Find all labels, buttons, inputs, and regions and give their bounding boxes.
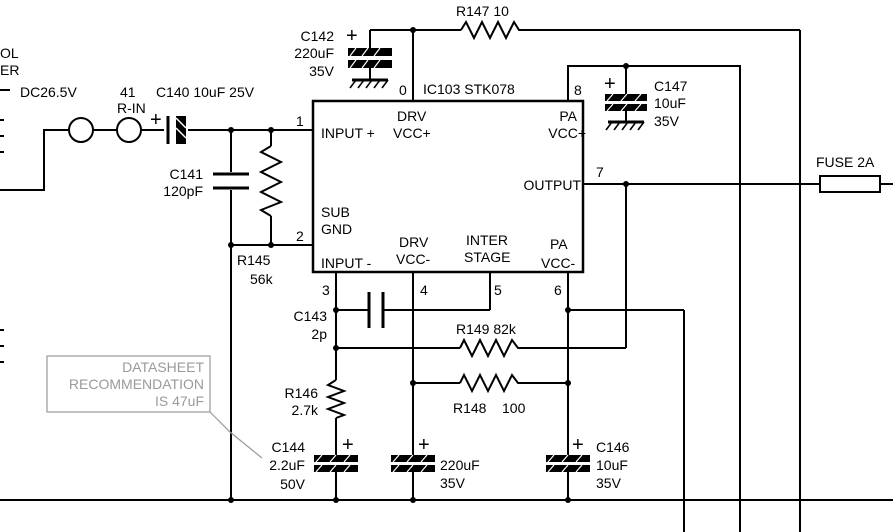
ic-pa-vcc-minus: VCC-: [541, 255, 576, 271]
capacitor-c144: [314, 454, 358, 473]
note-line-3: IS 47uF: [155, 393, 204, 409]
ic-sub: SUB: [321, 204, 350, 220]
c141-name: C141: [170, 166, 204, 182]
ground-symbol-c147: [605, 120, 645, 131]
pin-2: 2: [296, 228, 304, 244]
note-line-2: RECOMMENDATION: [69, 376, 204, 392]
c143-value: 2p: [311, 326, 327, 342]
fuse-2a: [819, 175, 881, 193]
c142-value: 220uF: [294, 45, 334, 61]
pin-0: 0: [399, 82, 407, 98]
c144-plus: +: [342, 434, 354, 456]
resistor-r146: [325, 379, 347, 419]
left-edge-ticks: [0, 89, 10, 363]
pin-7: 7: [596, 164, 604, 180]
c142-name: C142: [301, 28, 335, 44]
fuse-label: FUSE 2A: [816, 154, 875, 170]
pin-1: 1: [296, 113, 304, 129]
c220-plus: +: [418, 434, 430, 456]
c220-value: 220uF: [440, 457, 480, 473]
c142-voltage: 35V: [309, 63, 335, 79]
ic-drv-2: DRV: [399, 234, 429, 250]
rin-number: 41: [120, 84, 136, 100]
ic-inter: INTER: [466, 232, 508, 248]
r149-label: R149 82k: [456, 321, 517, 337]
resistor-r149: [459, 337, 522, 359]
capacitor-c143: [367, 292, 385, 328]
ic-input-minus: INPUT -: [321, 255, 372, 271]
resistor-r147: [460, 19, 523, 41]
c143-name: C143: [294, 308, 328, 324]
partial-label-bottom: ER: [0, 62, 19, 78]
capacitor-220uf: [391, 454, 435, 473]
ic-pa: PA: [559, 108, 577, 124]
c146-voltage: 35V: [596, 475, 622, 491]
ground-symbol-c142: [349, 78, 389, 89]
wires: [0, 29, 893, 532]
pin-4: 4: [420, 282, 428, 298]
c146-value: 10uF: [596, 457, 628, 473]
rin-label: R-IN: [117, 100, 146, 116]
input-terminal-rin: [116, 117, 142, 143]
c144-name: C144: [272, 439, 306, 455]
c147-value: 10uF: [654, 95, 686, 111]
r145-name: R145: [237, 252, 271, 268]
r147-label: R147 10: [456, 3, 509, 19]
datasheet-note: DATASHEET RECOMMENDATION IS 47uF: [46, 355, 263, 459]
c147-plus: +: [604, 73, 616, 95]
capacitor-c146: [546, 454, 590, 473]
resistor-r145: [258, 145, 284, 217]
ic-gnd: GND: [321, 221, 352, 237]
pin-5: 5: [494, 282, 502, 298]
c147-voltage: 35V: [654, 113, 680, 129]
r148-value: 100: [502, 400, 526, 416]
capacitor-c147: [605, 93, 647, 112]
pin-3: 3: [322, 282, 330, 298]
c144-voltage: 50V: [280, 476, 306, 492]
r146-name: R146: [285, 385, 319, 401]
c140-label: C140 10uF 25V: [156, 84, 255, 100]
ic-pa-vcc-plus: VCC+: [548, 125, 586, 141]
c140-plus: +: [150, 109, 162, 131]
capacitor-c140: [166, 116, 187, 144]
input-terminal-1: [68, 117, 94, 143]
ic-vcc-minus: VCC-: [396, 251, 431, 267]
capacitor-c141: [213, 172, 249, 190]
c144-value: 2.2uF: [269, 457, 305, 473]
resistor-r148: [459, 372, 522, 394]
c141-value: 120pF: [163, 183, 203, 199]
pin-8: 8: [574, 82, 582, 98]
capacitor-c142: [348, 47, 392, 69]
ic-title: IC103 STK078: [423, 81, 515, 97]
c146-name: C146: [596, 439, 630, 455]
partial-label-top: OL: [0, 45, 19, 61]
r145-value: 56k: [250, 271, 274, 287]
ic-pa-2: PA: [550, 236, 568, 252]
r146-value: 2.7k: [292, 402, 319, 418]
c142-plus: +: [346, 25, 358, 47]
ic-stage: STAGE: [464, 249, 510, 265]
pin-6: 6: [554, 282, 562, 298]
ic-vcc-plus: VCC+: [393, 125, 431, 141]
ic-drv: DRV: [397, 108, 427, 124]
r148-name: R148: [453, 400, 487, 416]
dc-rail-label: DC26.5V: [20, 84, 77, 100]
ic-output: OUTPUT: [523, 177, 581, 193]
note-line-1: DATASHEET: [122, 359, 204, 375]
c147-name: C147: [654, 78, 688, 94]
ic-stk078-body: [311, 99, 585, 274]
junctions: [228, 27, 629, 503]
c146-plus: +: [572, 434, 584, 456]
ic-input-plus: INPUT +: [321, 125, 375, 141]
c220-voltage: 35V: [440, 475, 466, 491]
